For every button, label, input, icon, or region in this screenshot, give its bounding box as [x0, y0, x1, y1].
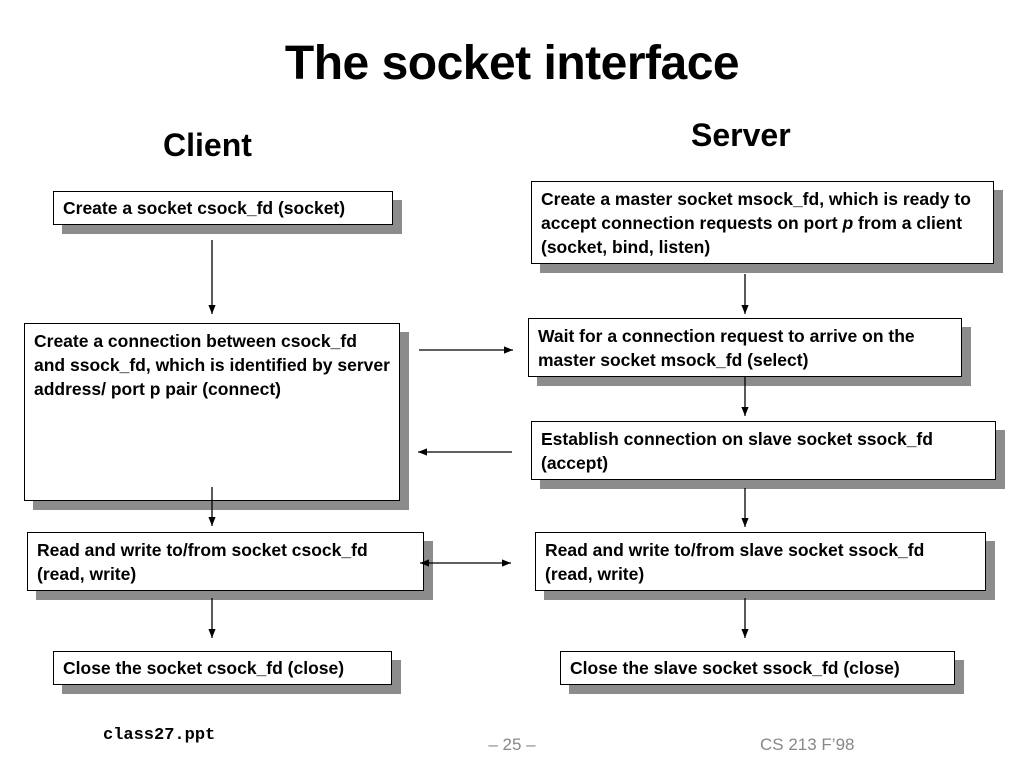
client-read-write-box: Read and write to/from socket csock_fd (… [27, 532, 424, 591]
server-create-port-italic: p [842, 213, 854, 233]
server-heading: Server [691, 117, 791, 153]
server-create-text-end: from a client (socket, bind, listen) [541, 213, 963, 257]
footer-page-number: – 25 – [488, 735, 536, 754]
client-connect-text: Create a connection between csock_fd and… [34, 331, 390, 399]
footer-filename: class27.ppt [103, 726, 216, 745]
slide-title: The socket interface [284, 37, 740, 90]
server-accept-text: Establish connection on slave socket sso… [541, 429, 933, 473]
client-create-socket-box: Create a socket csock_fd (socket) [53, 191, 393, 225]
server-create-socket-box: Create a master socket msock_fd, which i… [531, 181, 994, 264]
server-wait-box: Wait for a connection request to arrive … [528, 318, 962, 377]
client-close-text: Close the socket csock_fd (close) [63, 658, 345, 678]
server-read-write-box: Read and write to/from slave socket ssoc… [535, 532, 986, 591]
server-create-text-start: Create a master socket msock_fd, which i… [541, 189, 971, 233]
client-connect-box: Create a connection between csock_fd and… [24, 323, 400, 501]
server-close-box: Close the slave socket ssock_fd (close) [560, 651, 955, 685]
server-close-text: Close the slave socket ssock_fd (close) [570, 658, 900, 678]
client-close-box: Close the socket csock_fd (close) [53, 651, 392, 685]
client-read-write-text: Read and write to/from socket csock_fd (… [37, 540, 368, 584]
client-create-socket-text: Create a socket csock_fd (socket) [63, 198, 346, 218]
server-accept-box: Establish connection on slave socket sso… [531, 421, 996, 480]
footer-course: CS 213 F’98 [760, 735, 855, 754]
client-heading: Client [163, 127, 252, 163]
server-read-write-text: Read and write to/from slave socket ssoc… [545, 540, 925, 584]
server-wait-text: Wait for a connection request to arrive … [538, 326, 915, 370]
